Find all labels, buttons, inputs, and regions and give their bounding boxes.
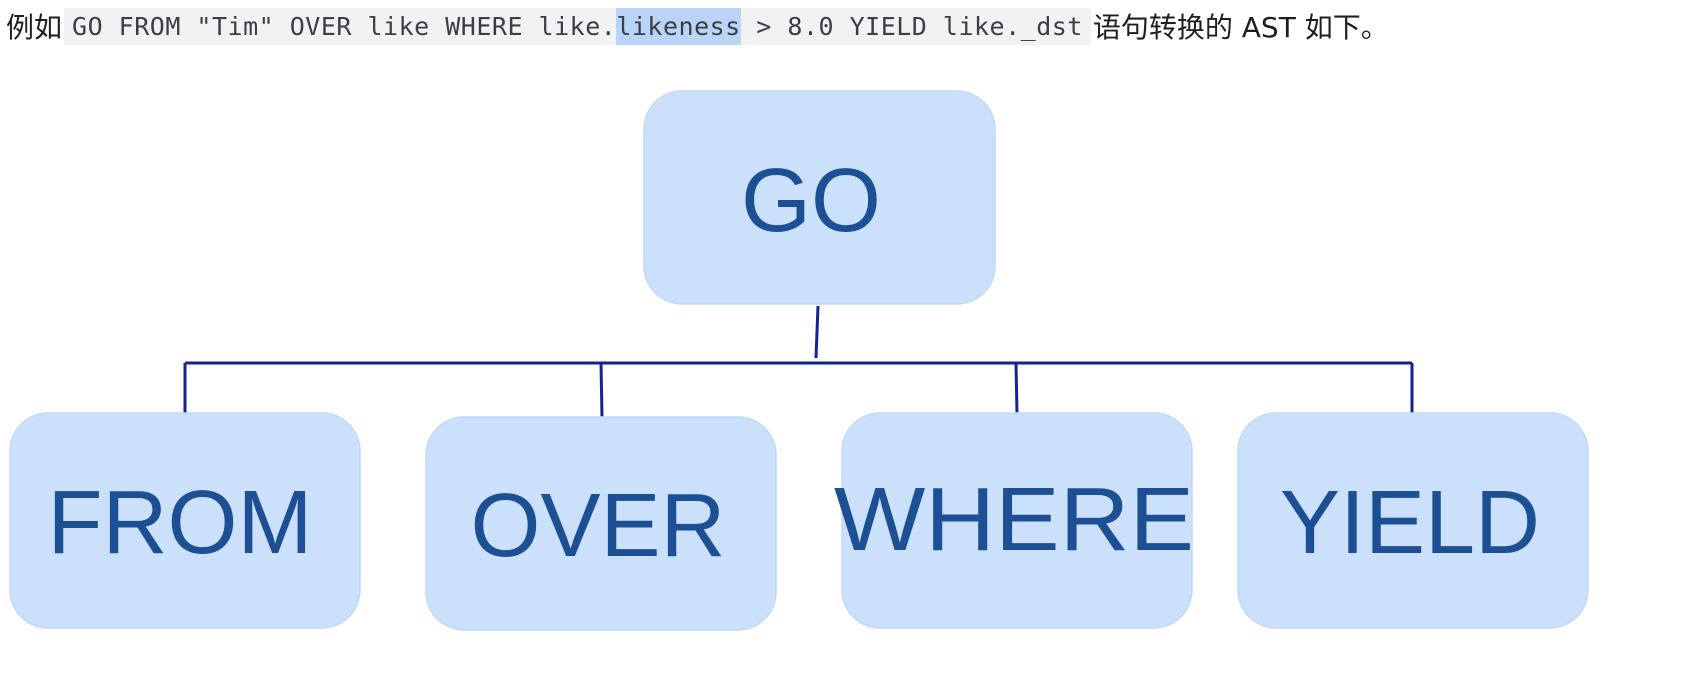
node-label-where: WHERE (834, 470, 1194, 570)
code-selection-highlight: likeness (616, 7, 741, 45)
intro-prefix: 例如 (6, 11, 63, 44)
intro-sentence: 例如 GO FROM "Tim" OVER like WHERE like.li… (6, 6, 1389, 46)
ast-node-over: OVER (425, 416, 777, 631)
node-label-over: OVER (470, 476, 725, 576)
intro-suffix: 语句转换的 AST 如下。 (1092, 11, 1389, 44)
ast-node-go: GO (643, 90, 996, 305)
ast-node-where: WHERE (834, 412, 1194, 629)
node-box-where (841, 412, 1193, 629)
node-box-go (643, 90, 996, 305)
ast-node-yield: YIELD (1237, 412, 1589, 629)
node-label-from: FROM (48, 473, 313, 573)
inline-code-statement: GO FROM "Tim" OVER like WHERE like.liken… (64, 7, 1091, 45)
node-box-from (9, 412, 361, 629)
code-before-highlight: GO FROM "Tim" OVER like WHERE like. (72, 11, 617, 41)
node-box-yield (1237, 412, 1589, 629)
node-box-over (425, 416, 777, 631)
code-after-highlight: > 8.0 YIELD like._dst (740, 11, 1083, 41)
node-label-yield: YIELD (1280, 473, 1540, 573)
ast-node-from: FROM (9, 412, 361, 629)
connector-to-over (599, 362, 604, 418)
node-label-go: GO (741, 151, 881, 251)
connector-to-where (1014, 362, 1019, 414)
connector-root-stem (814, 305, 820, 359)
ast-connectors (183, 305, 1414, 418)
